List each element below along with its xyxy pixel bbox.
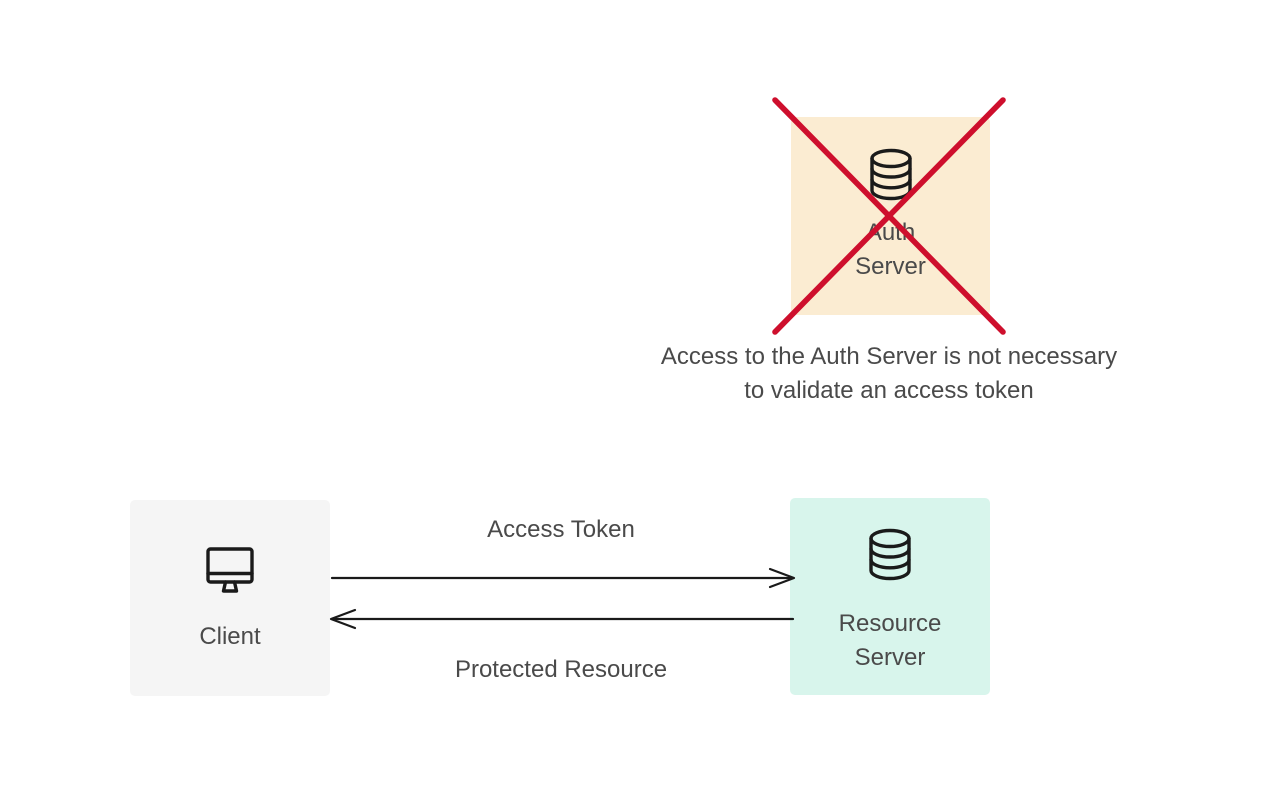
node-label-client: Client — [199, 623, 261, 650]
arrow-label-protected-resource: Protected Resource — [454, 656, 668, 683]
node-label-auth-server: Auth Server — [855, 219, 926, 280]
node-label-resource-server: Resource Server — [838, 610, 942, 671]
database-icon — [869, 528, 911, 581]
arrow-access-token — [330, 567, 796, 589]
arrow-protected-resource — [329, 608, 795, 630]
annotation-line-2: to validate an access token — [744, 377, 1034, 404]
flow-arrows — [329, 567, 796, 630]
annotation-text: Access to the Auth Server is not necessa… — [589, 340, 1189, 408]
monitor-icon — [206, 547, 254, 593]
database-icon — [869, 148, 912, 201]
node-resource-server: Resource Server — [790, 498, 990, 695]
annotation-line-1: Access to the Auth Server is not necessa… — [660, 343, 1118, 370]
node-client: Client — [130, 500, 330, 696]
node-auth-server: Auth Server — [791, 117, 990, 315]
arrow-label-access-token: Access Token — [487, 516, 635, 543]
